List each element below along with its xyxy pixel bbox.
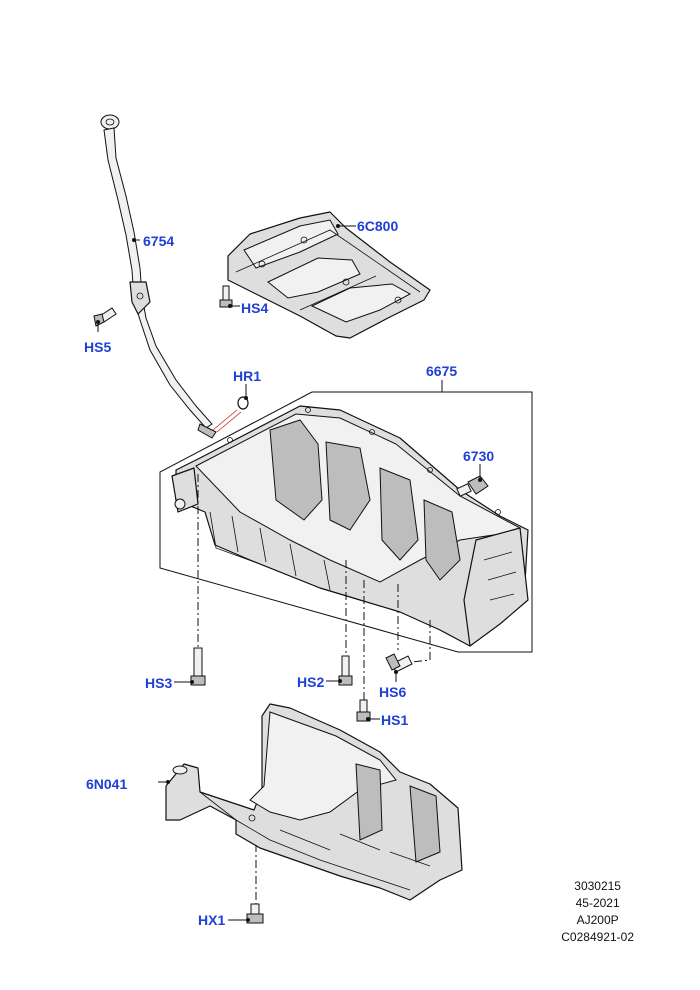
reference-line-2: 45-2021 xyxy=(575,896,620,910)
pan-bolt-long[interactable] xyxy=(190,647,206,686)
reference-line-1: 3030215 xyxy=(574,879,621,893)
dipstick-bolt[interactable] xyxy=(93,307,117,327)
callout-hs1[interactable]: HS1 xyxy=(381,712,409,728)
oil-pan-frame xyxy=(159,391,533,653)
reference-line-3: AJ200P xyxy=(576,913,619,927)
callout-hs4[interactable]: HS4 xyxy=(241,300,269,316)
oil-pan[interactable] xyxy=(171,405,529,647)
callout-hs3[interactable]: HS3 xyxy=(145,675,173,691)
callout-6c800[interactable]: 6C800 xyxy=(357,218,399,234)
callout-6754[interactable]: 6754 xyxy=(143,233,175,249)
pan-bolt-angled[interactable] xyxy=(385,653,413,673)
oil-baffle[interactable] xyxy=(227,211,431,339)
callout-hx1[interactable]: HX1 xyxy=(198,912,226,928)
callout-hs5[interactable]: HS5 xyxy=(84,339,112,355)
callout-6n041[interactable]: 6N041 xyxy=(86,776,128,792)
dipstick[interactable] xyxy=(100,114,217,439)
callout-hs2[interactable]: HS2 xyxy=(297,674,325,690)
reference-block: 3030215 45-2021 AJ200P C0284921-02 xyxy=(561,878,634,946)
lower-oil-pan-shield[interactable] xyxy=(165,703,463,901)
alignment-lines xyxy=(197,474,431,906)
drain-plug[interactable] xyxy=(456,475,489,497)
callout-hr1[interactable]: HR1 xyxy=(233,368,262,384)
reference-line-4: C0284921-02 xyxy=(561,930,634,944)
o-ring[interactable] xyxy=(212,396,249,433)
baffle-bolt[interactable] xyxy=(219,285,233,308)
callout-hs6[interactable]: HS6 xyxy=(379,684,407,700)
leader-lines xyxy=(96,224,482,922)
callout-6675[interactable]: 6675 xyxy=(426,363,458,379)
callout-6730[interactable]: 6730 xyxy=(463,448,495,464)
